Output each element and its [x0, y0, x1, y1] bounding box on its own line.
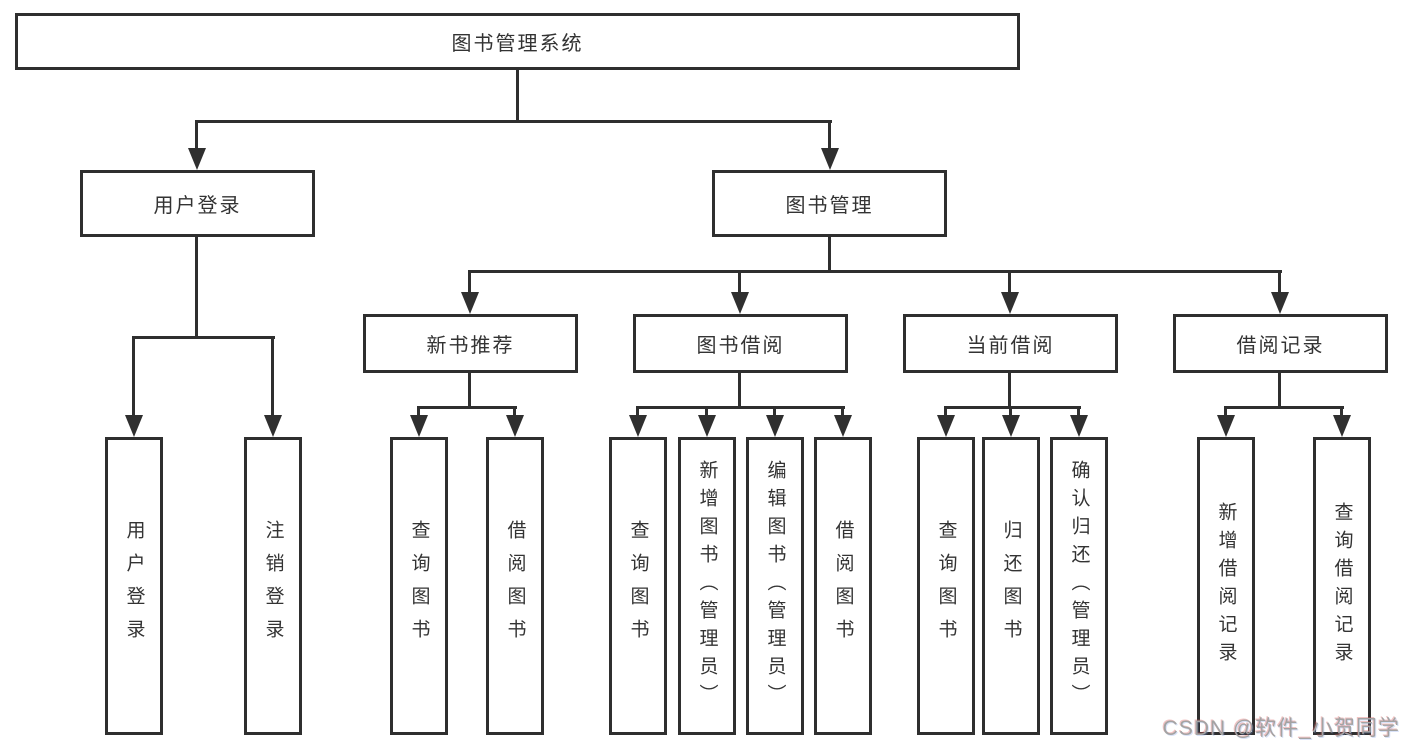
connector-drop-new-book-recommend — [468, 270, 471, 294]
connector-drop-leaf — [1340, 406, 1343, 417]
connector-current-borrow-bar — [944, 406, 1081, 409]
node-current-borrow-label: 当前借阅 — [966, 335, 1055, 357]
connector-user-login-stem — [195, 237, 198, 338]
arrow-down — [188, 148, 206, 170]
node-book-borrow-label: 图书借阅 — [696, 335, 785, 357]
arrow-down — [1001, 292, 1019, 314]
node-book-management-label: 图书管理 — [785, 195, 874, 217]
arrow-down — [766, 415, 784, 437]
node-user-login-label: 用户登录 — [153, 195, 242, 217]
node-current-borrow: 当前借阅 — [903, 314, 1118, 373]
leaf-query-books-2: 查询图书 — [609, 437, 667, 735]
connector-borrow-records-bar — [1224, 406, 1344, 409]
connector-drop-book-borrow — [738, 270, 741, 294]
arrow-down — [821, 148, 839, 170]
leaf-return-books: 归还图书 — [982, 437, 1040, 735]
connector-new-book-recommend-bar — [417, 406, 517, 409]
leaf-query-books-1: 查询图书 — [390, 437, 448, 735]
leaf-label: 编辑图书（管理员） — [764, 460, 786, 712]
leaf-label: 新增图书（管理员） — [696, 460, 718, 712]
leaf-user-login: 用户登录 — [105, 437, 163, 735]
leaf-query-borrow-record: 查询借阅记录 — [1313, 437, 1371, 735]
connector-drop-book-management — [828, 120, 831, 150]
leaf-label: 新增借阅记录 — [1215, 502, 1237, 670]
connector-level2-bar — [195, 120, 832, 123]
node-book-borrow: 图书借阅 — [633, 314, 848, 373]
leaf-logout: 注销登录 — [244, 437, 302, 735]
arrow-down — [1333, 415, 1351, 437]
leaf-label: 查询图书 — [935, 520, 957, 652]
leaf-query-books-3: 查询图书 — [917, 437, 975, 735]
leaf-borrow-books-2: 借阅图书 — [814, 437, 872, 735]
leaf-borrow-books-1: 借阅图书 — [486, 437, 544, 735]
leaf-add-books-admin: 新增图书（管理员） — [678, 437, 736, 735]
node-new-book-recommend: 新书推荐 — [363, 314, 578, 373]
connector-drop-leaf — [944, 406, 947, 417]
connector-new-book-recommend-stem — [468, 373, 471, 408]
leaf-label: 确认归还（管理员） — [1068, 460, 1090, 712]
arrow-down — [731, 292, 749, 314]
connector-drop-leaf — [271, 336, 274, 417]
node-borrow-records: 借阅记录 — [1173, 314, 1388, 373]
connector-book-borrow-bar — [636, 406, 845, 409]
connector-drop-leaf — [1224, 406, 1227, 417]
arrow-down — [461, 292, 479, 314]
connector-drop-leaf — [636, 406, 639, 417]
connector-drop-leaf — [417, 406, 420, 417]
node-new-book-recommend-label: 新书推荐 — [426, 335, 515, 357]
arrow-down — [834, 415, 852, 437]
connector-book-borrow-stem — [738, 373, 741, 408]
connector-drop-leaf — [841, 406, 844, 417]
leaf-label: 注销登录 — [262, 520, 284, 652]
connector-drop-leaf — [705, 406, 708, 417]
connector-root-stem — [516, 67, 519, 122]
node-borrow-records-label: 借阅记录 — [1236, 335, 1325, 357]
connector-borrow-records-stem — [1278, 373, 1281, 408]
node-root: 图书管理系统 — [15, 13, 1020, 70]
arrow-down — [410, 415, 428, 437]
connector-drop-borrow-records — [1278, 270, 1281, 294]
connector-drop-leaf — [132, 336, 135, 417]
connector-drop-leaf — [513, 406, 516, 417]
arrow-down — [937, 415, 955, 437]
leaf-label: 查询借阅记录 — [1331, 502, 1353, 670]
connector-drop-leaf — [1077, 406, 1080, 417]
connector-drop-current-borrow — [1008, 270, 1011, 294]
leaf-label: 查询图书 — [408, 520, 430, 652]
leaf-label: 借阅图书 — [504, 520, 526, 652]
node-user-login: 用户登录 — [80, 170, 315, 237]
connector-drop-leaf — [1009, 406, 1012, 417]
connector-level3-bar — [468, 270, 1282, 273]
node-root-label: 图书管理系统 — [451, 33, 584, 55]
leaf-label: 归还图书 — [1000, 520, 1022, 652]
leaf-confirm-return-admin: 确认归还（管理员） — [1050, 437, 1108, 735]
leaf-label: 查询图书 — [627, 520, 649, 652]
arrow-down — [1070, 415, 1088, 437]
csdn-watermark: CSDN @软件_小贺同学 — [1162, 717, 1400, 740]
arrow-down — [1002, 415, 1020, 437]
connector-book-management-stem — [828, 237, 831, 272]
leaf-label: 借阅图书 — [832, 520, 854, 652]
arrow-down — [629, 415, 647, 437]
node-book-management: 图书管理 — [712, 170, 947, 237]
connector-current-borrow-stem — [1008, 373, 1011, 408]
leaf-edit-books-admin: 编辑图书（管理员） — [746, 437, 804, 735]
arrow-down — [1217, 415, 1235, 437]
arrow-down — [264, 415, 282, 437]
leaf-label: 用户登录 — [123, 520, 145, 652]
arrow-down — [1271, 292, 1289, 314]
connector-user-login-bar — [132, 336, 275, 339]
arrow-down — [125, 415, 143, 437]
connector-drop-leaf — [773, 406, 776, 417]
arrow-down — [506, 415, 524, 437]
connector-drop-user-login — [195, 120, 198, 150]
arrow-down — [698, 415, 716, 437]
leaf-add-borrow-record: 新增借阅记录 — [1197, 437, 1255, 735]
